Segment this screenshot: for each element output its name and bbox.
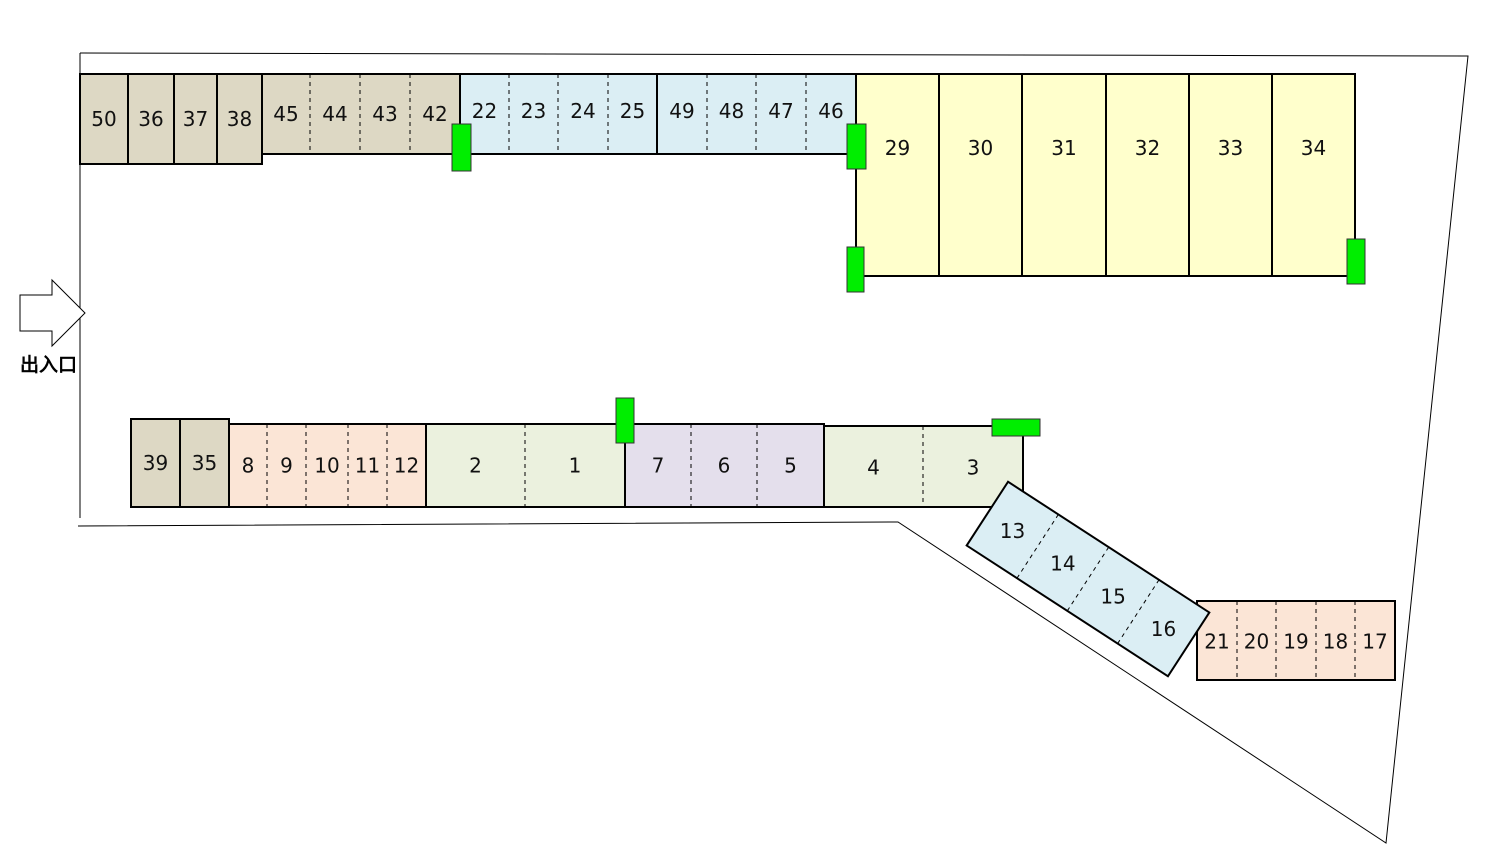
parking-slot-49: 49 — [669, 99, 694, 123]
parking-slot-21: 21 — [1204, 630, 1229, 654]
entrance: 出入口 — [19, 278, 86, 376]
block-fill — [262, 74, 460, 154]
parking-slot-32: 32 — [1135, 136, 1160, 160]
green-marker — [451, 123, 472, 172]
slot-block: 8 9 10 11 12 — [228, 423, 427, 508]
slot-block: 45 44 43 42 — [261, 73, 461, 155]
block-fill — [229, 424, 426, 507]
parking-slot-22: 22 — [472, 99, 497, 123]
parking-slot-4: 4 — [867, 456, 880, 480]
parking-slot-44: 44 — [322, 102, 347, 126]
slot-block-diagonal: 13 14 15 16 — [965, 480, 1211, 678]
parking-slot-48: 48 — [719, 99, 744, 123]
markers — [451, 123, 1366, 444]
green-marker — [846, 123, 867, 170]
parking-slot-1: 1 — [569, 454, 582, 478]
parking-slot-15: 15 — [1100, 584, 1125, 608]
slot-block: 39 35 — [130, 418, 230, 508]
parking-slot-39: 39 — [143, 451, 168, 475]
green-marker — [991, 418, 1041, 437]
parking-slot-33: 33 — [1218, 136, 1243, 160]
parking-slot-31: 31 — [1051, 136, 1076, 160]
parking-slot-2: 2 — [469, 454, 482, 478]
block-fill — [625, 424, 824, 507]
parking-slot-12: 12 — [394, 454, 419, 478]
parking-slot-35: 35 — [192, 451, 217, 475]
block-fill — [1197, 601, 1395, 680]
green-marker — [846, 246, 865, 293]
block-outline — [855, 73, 1356, 277]
parking-slot-13: 13 — [1000, 519, 1025, 543]
green-marker — [1346, 238, 1366, 285]
parking-slot-20: 20 — [1244, 630, 1269, 654]
parking-slot-24: 24 — [570, 99, 595, 123]
slot-block: 50 36 37 38 — [79, 73, 263, 165]
parking-slot-8: 8 — [242, 454, 255, 478]
parking-slot-3: 3 — [967, 456, 980, 480]
block-outline — [1196, 600, 1396, 681]
block-fill — [80, 74, 262, 164]
parking-slot-29: 29 — [885, 136, 910, 160]
parking-slot-7: 7 — [652, 454, 665, 478]
parking-slot-14: 14 — [1050, 552, 1075, 576]
parking-slot-43: 43 — [372, 102, 397, 126]
parking-slot-36: 36 — [138, 107, 163, 131]
parking-slot-50: 50 — [91, 107, 116, 131]
slot-block: 7 6 5 — [624, 423, 825, 508]
parking-slot-34: 34 — [1301, 136, 1326, 160]
parking-slot-9: 9 — [280, 454, 293, 478]
block-outline — [965, 480, 1211, 678]
arrow-right-icon — [19, 278, 86, 348]
parking-slot-17: 17 — [1362, 630, 1387, 654]
slot-block: 21 20 19 18 17 — [1196, 600, 1396, 681]
parking-slot-16: 16 — [1151, 617, 1176, 641]
parking-slot-30: 30 — [968, 136, 993, 160]
parking-slot-6: 6 — [718, 454, 731, 478]
slot-block: 49 48 47 46 — [656, 73, 857, 155]
entrance-label: 出入口 — [20, 353, 77, 376]
parking-slot-47: 47 — [768, 99, 793, 123]
parking-slot-5: 5 — [784, 454, 797, 478]
block-outline — [823, 425, 1024, 508]
green-marker — [615, 397, 635, 444]
slot-block: 29 30 31 32 33 34 — [855, 73, 1356, 277]
parking-slot-45: 45 — [273, 102, 298, 126]
parking-slot-19: 19 — [1283, 630, 1308, 654]
parking-slot-18: 18 — [1323, 630, 1348, 654]
parking-slot-10: 10 — [314, 454, 339, 478]
parking-slot-46: 46 — [818, 99, 843, 123]
parking-slot-37: 37 — [183, 107, 208, 131]
site-boundary — [77, 52, 1469, 844]
parking-slot-25: 25 — [620, 99, 645, 123]
parking-slot-11: 11 — [355, 454, 380, 478]
slot-block: 22 23 24 25 — [459, 73, 658, 155]
parking-slot-38: 38 — [227, 107, 252, 131]
parking-slot-23: 23 — [521, 99, 546, 123]
parking-slot-42: 42 — [422, 102, 447, 126]
